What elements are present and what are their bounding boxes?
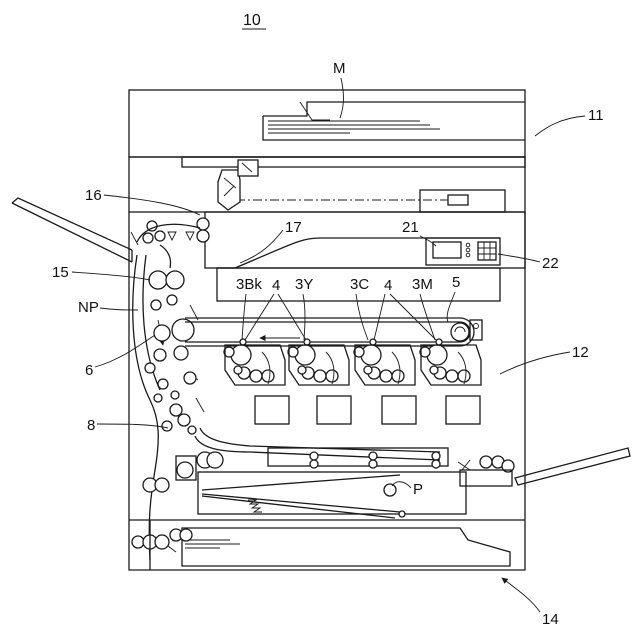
svg-text:4: 4 <box>272 277 280 294</box>
label-3y: 3Y <box>295 276 313 340</box>
label-5: 5 <box>447 274 460 322</box>
label-3bk: 3Bk <box>236 276 262 340</box>
main-body <box>129 212 525 570</box>
image-station-y <box>288 339 351 424</box>
manual-feed-tray <box>458 448 630 486</box>
label-12: 12 <box>500 344 589 374</box>
svg-text:M: M <box>333 60 346 77</box>
svg-text:21: 21 <box>402 219 419 236</box>
svg-text:16: 16 <box>85 187 102 204</box>
label-6: 6 <box>85 335 155 379</box>
image-station-m <box>420 339 481 424</box>
scanner-unit <box>129 90 525 157</box>
svg-text:6: 6 <box>85 362 93 379</box>
label-3c: 3C <box>350 276 369 340</box>
svg-text:P: P <box>413 481 423 498</box>
label-16: 16 <box>85 187 200 215</box>
original-document-m: M <box>333 60 346 118</box>
figure-number: 10 <box>243 12 261 29</box>
label-p: P <box>392 481 423 498</box>
fixing-unit <box>149 245 184 310</box>
image-reading-section <box>129 157 525 212</box>
svg-text:8: 8 <box>87 417 95 434</box>
svg-text:5: 5 <box>452 274 460 291</box>
svg-text:3Bk: 3Bk <box>236 276 262 293</box>
label-14: 14 <box>502 578 559 628</box>
image-station-bk <box>224 339 289 424</box>
svg-text:3C: 3C <box>350 276 369 293</box>
svg-text:4: 4 <box>384 277 392 294</box>
svg-text:3Y: 3Y <box>295 276 313 293</box>
svg-text:14: 14 <box>542 611 559 628</box>
svg-text:17: 17 <box>285 219 302 236</box>
output-tray <box>12 198 132 262</box>
label-21: 21 <box>402 219 436 246</box>
label-3m: 3M <box>412 276 435 340</box>
label-22: 22 <box>498 254 559 272</box>
svg-text:15: 15 <box>52 264 69 281</box>
svg-text:11: 11 <box>588 107 604 124</box>
exit-rollers <box>131 218 209 245</box>
paper-path <box>133 255 198 560</box>
svg-text:NP: NP <box>78 299 99 316</box>
svg-text:22: 22 <box>542 255 559 272</box>
label-17: 17 <box>240 219 302 263</box>
svg-text:12: 12 <box>572 344 589 361</box>
svg-text:3M: 3M <box>412 276 433 293</box>
control-panel <box>426 238 500 265</box>
transfer-rollers <box>145 319 196 402</box>
bottom-feeder <box>129 520 525 570</box>
image-station-c <box>354 339 416 424</box>
label-11: 11 <box>535 107 604 136</box>
label-8: 8 <box>87 417 168 434</box>
